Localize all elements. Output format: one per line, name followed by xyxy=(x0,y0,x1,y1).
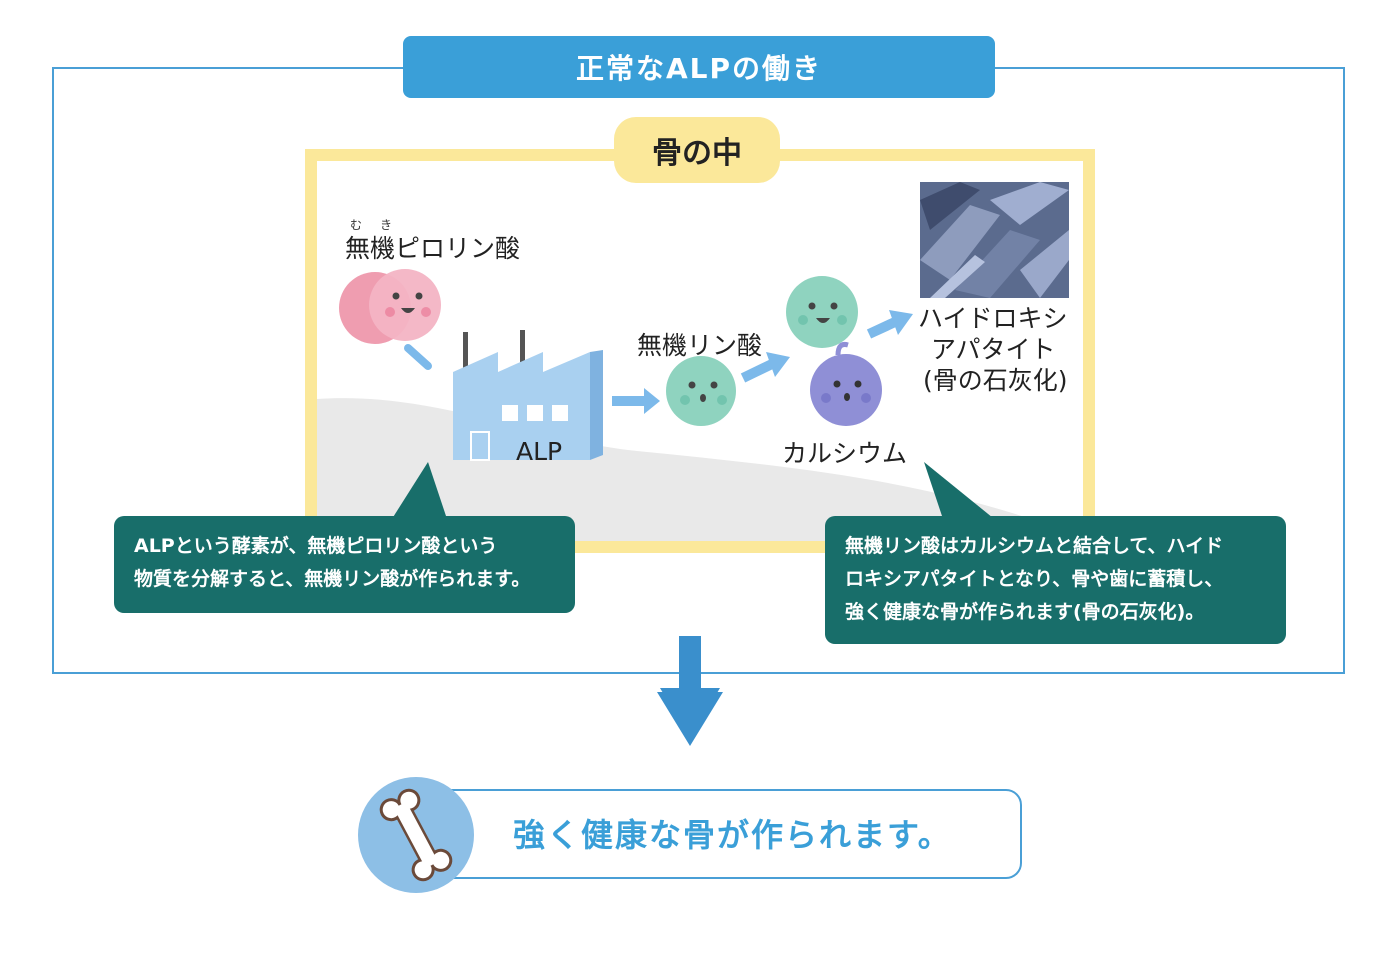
phosphate-molecule-icon xyxy=(666,356,736,426)
bone-section-label-text: 骨の中 xyxy=(652,136,742,171)
arrow-pyro-to-alp-icon xyxy=(404,344,432,370)
arrow-alp-to-phosphate-icon xyxy=(612,388,660,414)
callout-left-line2: 物質を分解すると、無機リン酸が作られます。 xyxy=(134,568,531,590)
callout-right-pointer xyxy=(924,462,998,522)
callout-right-line2: ロキシアパタイトとなり、骨や歯に蓄積し、 xyxy=(845,568,1224,590)
ruby-ki: き xyxy=(380,218,393,232)
down-arrow-icon xyxy=(657,636,723,746)
bone-circle xyxy=(358,777,474,893)
header-title: 正常なALPの働き xyxy=(575,52,823,85)
arrow-to-hydroxyapatite-icon xyxy=(866,310,913,339)
hydroxyapatite-label: ハイドロキシ アパタイト (骨の石灰化) xyxy=(918,303,1068,396)
callout-left: ALPという酵素が、無機ピロリン酸という 物質を分解すると、無機リン酸が作られま… xyxy=(114,516,575,613)
callout-right: 無機リン酸はカルシウムと結合して、ハイド ロキシアパタイトとなり、骨や歯に蓄積し… xyxy=(825,516,1286,644)
header-banner: 正常なALPの働き xyxy=(403,36,995,98)
bone-icon xyxy=(379,788,453,882)
hydroxyapatite-line2: アパタイト xyxy=(931,335,1056,364)
callout-left-pointer xyxy=(390,462,448,522)
alp-label: ALP xyxy=(516,437,563,466)
bone-section-label: 骨の中 xyxy=(614,117,780,183)
result-box xyxy=(404,789,1022,879)
result-text: 強く健康な骨が作られます。 xyxy=(513,816,952,854)
ruby-mu: む xyxy=(350,218,363,232)
phosphate-calcium-pair-icon xyxy=(786,276,882,426)
pyrophosphate-molecule-icon xyxy=(339,269,441,344)
hydroxyapatite-crystal-image xyxy=(920,182,1069,298)
hydroxyapatite-line3: (骨の石灰化) xyxy=(923,366,1068,395)
hydroxyapatite-line1: ハイドロキシ xyxy=(918,304,1068,333)
callout-left-line1: ALPという酵素が、無機ピロリン酸という xyxy=(134,535,498,557)
arrow-phosphate-to-calcium-icon xyxy=(740,352,790,383)
callout-right-line3: 強く健康な骨が作られます(骨の石灰化)。 xyxy=(845,601,1205,623)
calcium-label: カルシウム xyxy=(782,439,908,468)
alp-factory-icon xyxy=(453,330,603,461)
pyrophosphate-label: 無機ピロリン酸 xyxy=(345,234,521,263)
phosphate-label: 無機リン酸 xyxy=(637,331,763,360)
callout-right-line1: 無機リン酸はカルシウムと結合して、ハイド xyxy=(845,535,1224,557)
